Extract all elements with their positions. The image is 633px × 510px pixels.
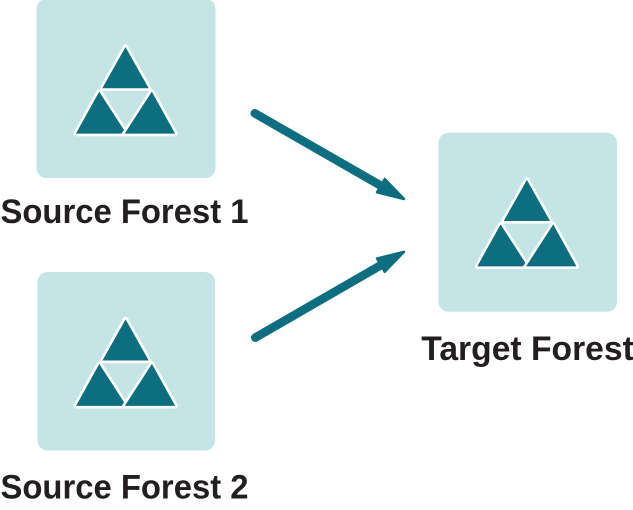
svg-text:Source Forest 1: Source Forest 1: [1, 193, 249, 231]
svg-text:Source Forest 2: Source Forest 2: [1, 468, 249, 506]
svg-text:Target Forest: Target Forest: [421, 330, 633, 368]
